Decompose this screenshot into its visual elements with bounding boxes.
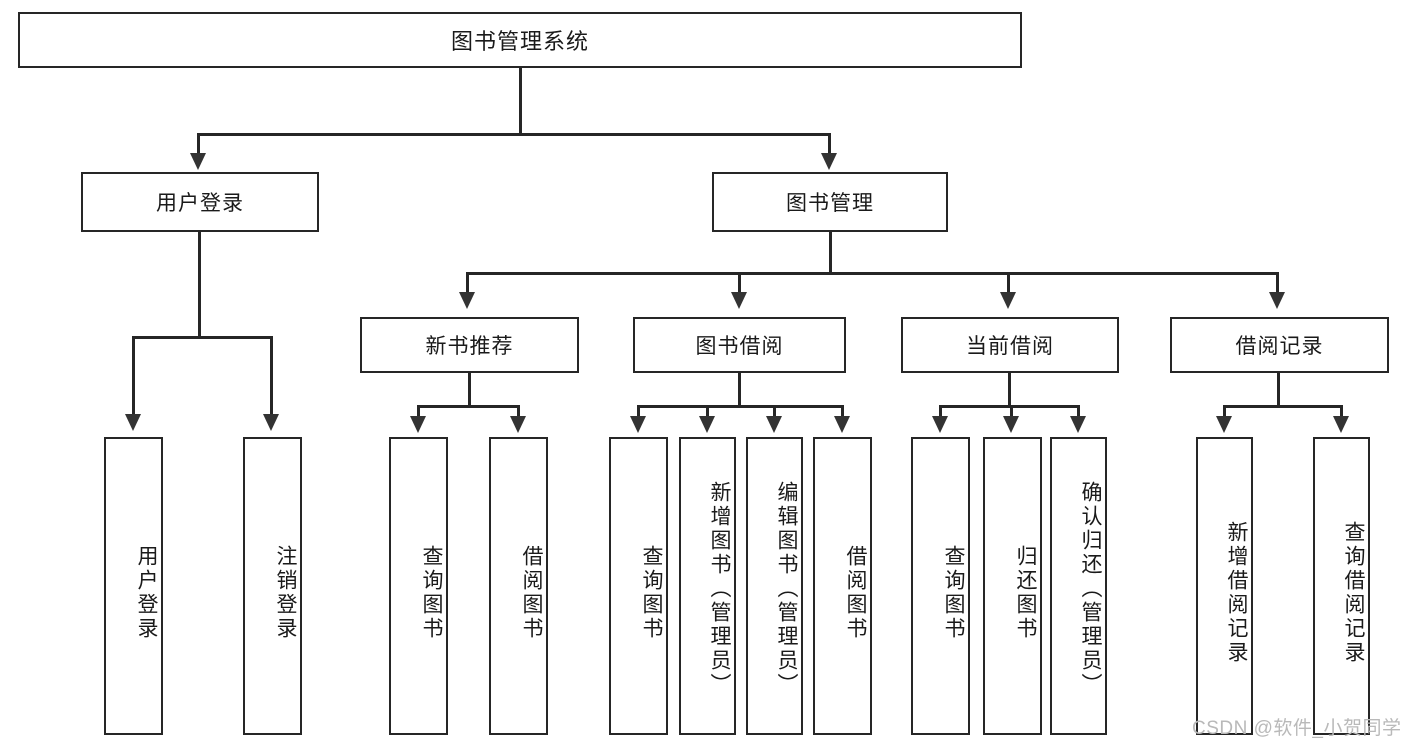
connector-borrow-drop-0 <box>637 405 640 418</box>
arrow-bookmgmt-to-borrow <box>731 292 747 309</box>
connector-borrow-stem <box>738 373 741 408</box>
leaf-query-books-newbook[interactable]: 查询图书 <box>389 437 448 735</box>
arrow-current-to-confirm <box>1070 416 1086 433</box>
arrow-borrow-to-query <box>630 416 646 433</box>
arrow-records-to-add <box>1216 416 1232 433</box>
arrow-borrow-to-edit <box>766 416 782 433</box>
node-current-borrow[interactable]: 当前借阅 <box>901 317 1119 373</box>
connector-records-stem <box>1277 373 1280 408</box>
connector-root-to-bookmgmt <box>828 133 831 155</box>
arrow-bookmgmt-to-records <box>1269 292 1285 309</box>
leaf-edit-book-admin[interactable]: 编辑图书（管理员） <box>746 437 803 735</box>
connector-newbook-stem <box>468 373 471 408</box>
arrow-borrow-to-add <box>699 416 715 433</box>
leaf-query-books-current[interactable]: 查询图书 <box>911 437 970 735</box>
connector-current-bus <box>939 405 1079 408</box>
leaf-add-borrow-record[interactable]: 新增借阅记录 <box>1196 437 1253 735</box>
connector-bookmgmt-drop-0 <box>466 272 469 294</box>
arrow-current-to-return <box>1003 416 1019 433</box>
node-new-book-recommend[interactable]: 新书推荐 <box>360 317 579 373</box>
connector-records-bus <box>1223 405 1342 408</box>
connector-newbook-drop-0 <box>417 405 420 418</box>
node-user-login[interactable]: 用户登录 <box>81 172 319 232</box>
node-root-system[interactable]: 图书管理系统 <box>18 12 1022 68</box>
arrow-root-to-bookmgmt <box>821 153 837 170</box>
connector-bookmgmt-drop-1 <box>738 272 741 294</box>
connector-current-drop-2 <box>1077 405 1080 418</box>
arrow-records-to-query <box>1333 416 1349 433</box>
arrow-borrow-to-lend <box>834 416 850 433</box>
connector-root-stem <box>519 68 522 134</box>
connector-bookmgmt-drop-3 <box>1276 272 1279 294</box>
node-book-borrow[interactable]: 图书借阅 <box>633 317 846 373</box>
leaf-user-login[interactable]: 用户登录 <box>104 437 163 735</box>
leaf-logout[interactable]: 注销登录 <box>243 437 302 735</box>
arrow-newbook-to-query <box>410 416 426 433</box>
leaf-lend-book[interactable]: 借阅图书 <box>813 437 872 735</box>
connector-root-to-login <box>197 133 200 155</box>
leaf-borrow-books-newbook[interactable]: 借阅图书 <box>489 437 548 735</box>
leaf-query-borrow-record[interactable]: 查询借阅记录 <box>1313 437 1370 735</box>
connector-login-bus <box>132 336 272 339</box>
csdn-watermark: CSDN @软件_小贺同学 <box>1192 718 1402 739</box>
arrow-root-to-login <box>190 153 206 170</box>
arrow-login-to-logout <box>263 414 279 431</box>
arrow-bookmgmt-to-new-books <box>459 292 475 309</box>
leaf-return-book[interactable]: 归还图书 <box>983 437 1042 735</box>
connector-borrow-drop-3 <box>841 405 844 418</box>
connector-login-right-drop <box>270 336 273 416</box>
arrow-login-to-user-login <box>125 414 141 431</box>
connector-borrow-drop-2 <box>773 405 776 418</box>
leaf-confirm-return-admin[interactable]: 确认归还（管理员） <box>1050 437 1107 735</box>
connector-root-bus <box>197 133 831 136</box>
connector-login-stem <box>198 232 201 338</box>
connector-current-drop-0 <box>939 405 942 418</box>
connector-bookmgmt-bus <box>466 272 1278 275</box>
connector-borrow-drop-1 <box>706 405 709 418</box>
connector-records-drop-1 <box>1340 405 1343 418</box>
arrow-bookmgmt-to-current <box>1000 292 1016 309</box>
leaf-add-book-admin[interactable]: 新增图书（管理员） <box>679 437 736 735</box>
leaf-query-books-borrow[interactable]: 查询图书 <box>609 437 668 735</box>
connector-newbook-drop-1 <box>517 405 520 418</box>
connector-bookmgmt-stem <box>829 232 832 274</box>
arrow-current-to-query <box>932 416 948 433</box>
connector-bookmgmt-drop-2 <box>1007 272 1010 294</box>
connector-current-drop-1 <box>1010 405 1013 418</box>
connector-current-stem <box>1008 373 1011 408</box>
connector-borrow-bus <box>637 405 843 408</box>
arrow-newbook-to-borrow <box>510 416 526 433</box>
connector-newbook-bus <box>417 405 520 408</box>
connector-login-left-drop <box>132 336 135 416</box>
node-book-management[interactable]: 图书管理 <box>712 172 948 232</box>
node-borrow-records[interactable]: 借阅记录 <box>1170 317 1389 373</box>
connector-records-drop-0 <box>1223 405 1226 418</box>
